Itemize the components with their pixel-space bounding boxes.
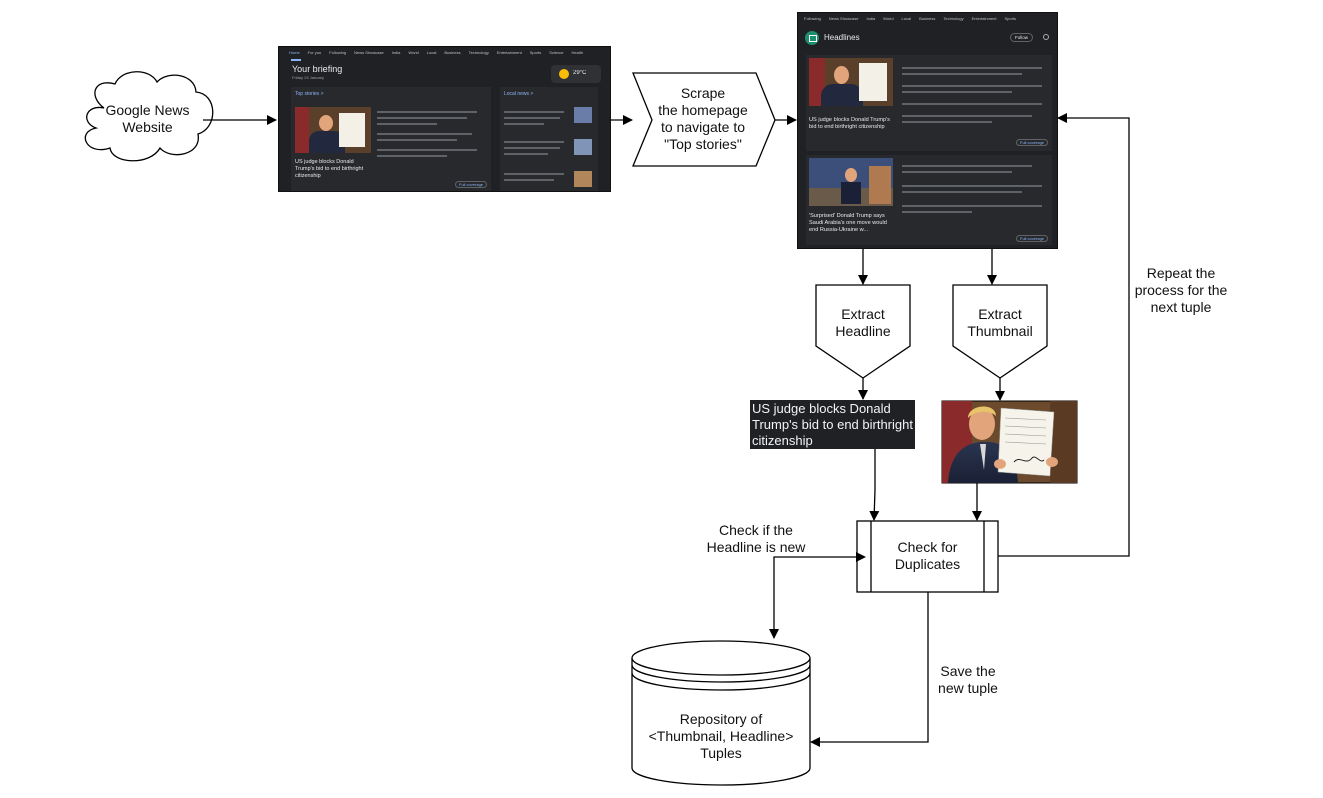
briefing-date: Friday 24 January <box>292 75 325 80</box>
sun-icon <box>559 69 569 79</box>
nav-item[interactable]: Science <box>549 50 564 55</box>
top-stories-panel: Top stories > US judge blocks Donald Tru… <box>291 87 491 191</box>
weather-temp: 29°C <box>573 70 587 76</box>
connectors <box>203 113 1130 747</box>
cloud-shape <box>84 71 214 162</box>
extract-headline-shape <box>815 284 911 379</box>
full-coverage-button[interactable]: Full coverage <box>455 181 488 188</box>
scrape-label: Scrape the homepage to navigate to "Top … <box>658 85 748 152</box>
nav-item[interactable]: World <box>883 16 894 21</box>
headlines-logo-icon <box>805 31 819 45</box>
headlines-nav: Following News Showcase India World Local Bus… <box>804 16 1016 24</box>
lead-story-image <box>295 107 371 153</box>
headlines-page-screenshot: Following News Showcase India World Local Bus… <box>797 12 1058 249</box>
nav-item[interactable]: Sports <box>529 50 542 55</box>
story1-full-coverage-button[interactable]: Full coverage <box>1016 139 1049 146</box>
check-duplicates-label: Check for Duplicates <box>894 539 961 572</box>
nav-item[interactable]: News Showcase <box>828 16 859 21</box>
share-icon[interactable] <box>1043 34 1049 40</box>
story1-headline[interactable]: US judge blocks Donald Trump's bid to en… <box>809 117 890 130</box>
top-stories-link[interactable]: Top stories > <box>295 91 324 97</box>
story2-full-coverage-button[interactable]: Full coverage <box>1016 235 1049 242</box>
story1-panel: US judge blocks Donald Trump's bid to en… <box>806 55 1052 151</box>
local-news-link[interactable]: Local news > <box>504 91 534 97</box>
nav-item[interactable]: Following <box>329 50 347 55</box>
weather-widget: 29°C <box>551 65 601 83</box>
extract-headline-label: Extract Headline <box>835 306 891 339</box>
nav-item[interactable]: Technology <box>943 16 964 21</box>
nav-item[interactable]: For you <box>307 50 322 55</box>
nav-item[interactable]: Local <box>901 16 912 21</box>
nav-item[interactable]: Health <box>571 50 584 55</box>
nav-item[interactable]: Home <box>289 50 300 55</box>
headline-output-box: US judge blocks Donald Trump's bid to en… <box>750 400 915 449</box>
check-new-edge-label: Check if the Headline is new <box>706 522 806 555</box>
repository-label: Repository of <Thumbnail, Headline> Tupl… <box>648 711 794 761</box>
nav-item[interactable]: Sports <box>1004 16 1017 21</box>
nav-item[interactable]: Technology <box>468 50 489 55</box>
extract-thumbnail-shape <box>952 284 1048 379</box>
nav-item[interactable]: World <box>408 50 419 55</box>
nav-item[interactable]: News Showcase <box>354 50 384 55</box>
story2-headline[interactable]: 'Surprised' Donald Trump says Saudi Arab… <box>809 213 887 233</box>
google-news-homepage-screenshot: Home For you Following News Showcase India Wo… <box>278 46 611 192</box>
nav-item[interactable]: Business <box>444 50 461 55</box>
lead-story-headline[interactable]: US judge blocks Donald Trump's bid to en… <box>295 159 364 179</box>
extract-thumbnail-label: Extract Thumbnail <box>967 306 1033 339</box>
story2-panel: 'Surprised' Donald Trump says Saudi Arab… <box>806 155 1052 245</box>
briefing-title: Your briefing <box>292 64 343 74</box>
headlines-title: Headlines <box>824 33 860 42</box>
scrape-step-shape <box>632 72 776 167</box>
thumbnail-output-image <box>941 400 1078 484</box>
local-news-panel: Local news > <box>500 87 598 191</box>
nav-item[interactable]: Entertainment <box>971 16 997 21</box>
nav-item[interactable]: Following <box>804 16 821 21</box>
nav-item[interactable]: India <box>391 50 401 55</box>
homepage-nav: Home For you Following News Showcase India Wo… <box>289 50 583 58</box>
nav-item[interactable]: Local <box>426 50 437 55</box>
repository-cylinder <box>631 640 811 786</box>
story2-image <box>809 158 893 206</box>
nav-item[interactable]: India <box>866 16 876 21</box>
story1-image <box>809 58 893 106</box>
google-news-label: Google News Website <box>105 102 190 135</box>
nav-item[interactable]: Business <box>919 16 936 21</box>
nav-item[interactable]: Entertainment <box>496 50 522 55</box>
follow-button[interactable]: Follow <box>1010 33 1034 42</box>
save-tuple-edge-label: Save the new tuple <box>938 663 998 696</box>
repeat-edge-label: Repeat the process for the next tuple <box>1134 265 1228 315</box>
